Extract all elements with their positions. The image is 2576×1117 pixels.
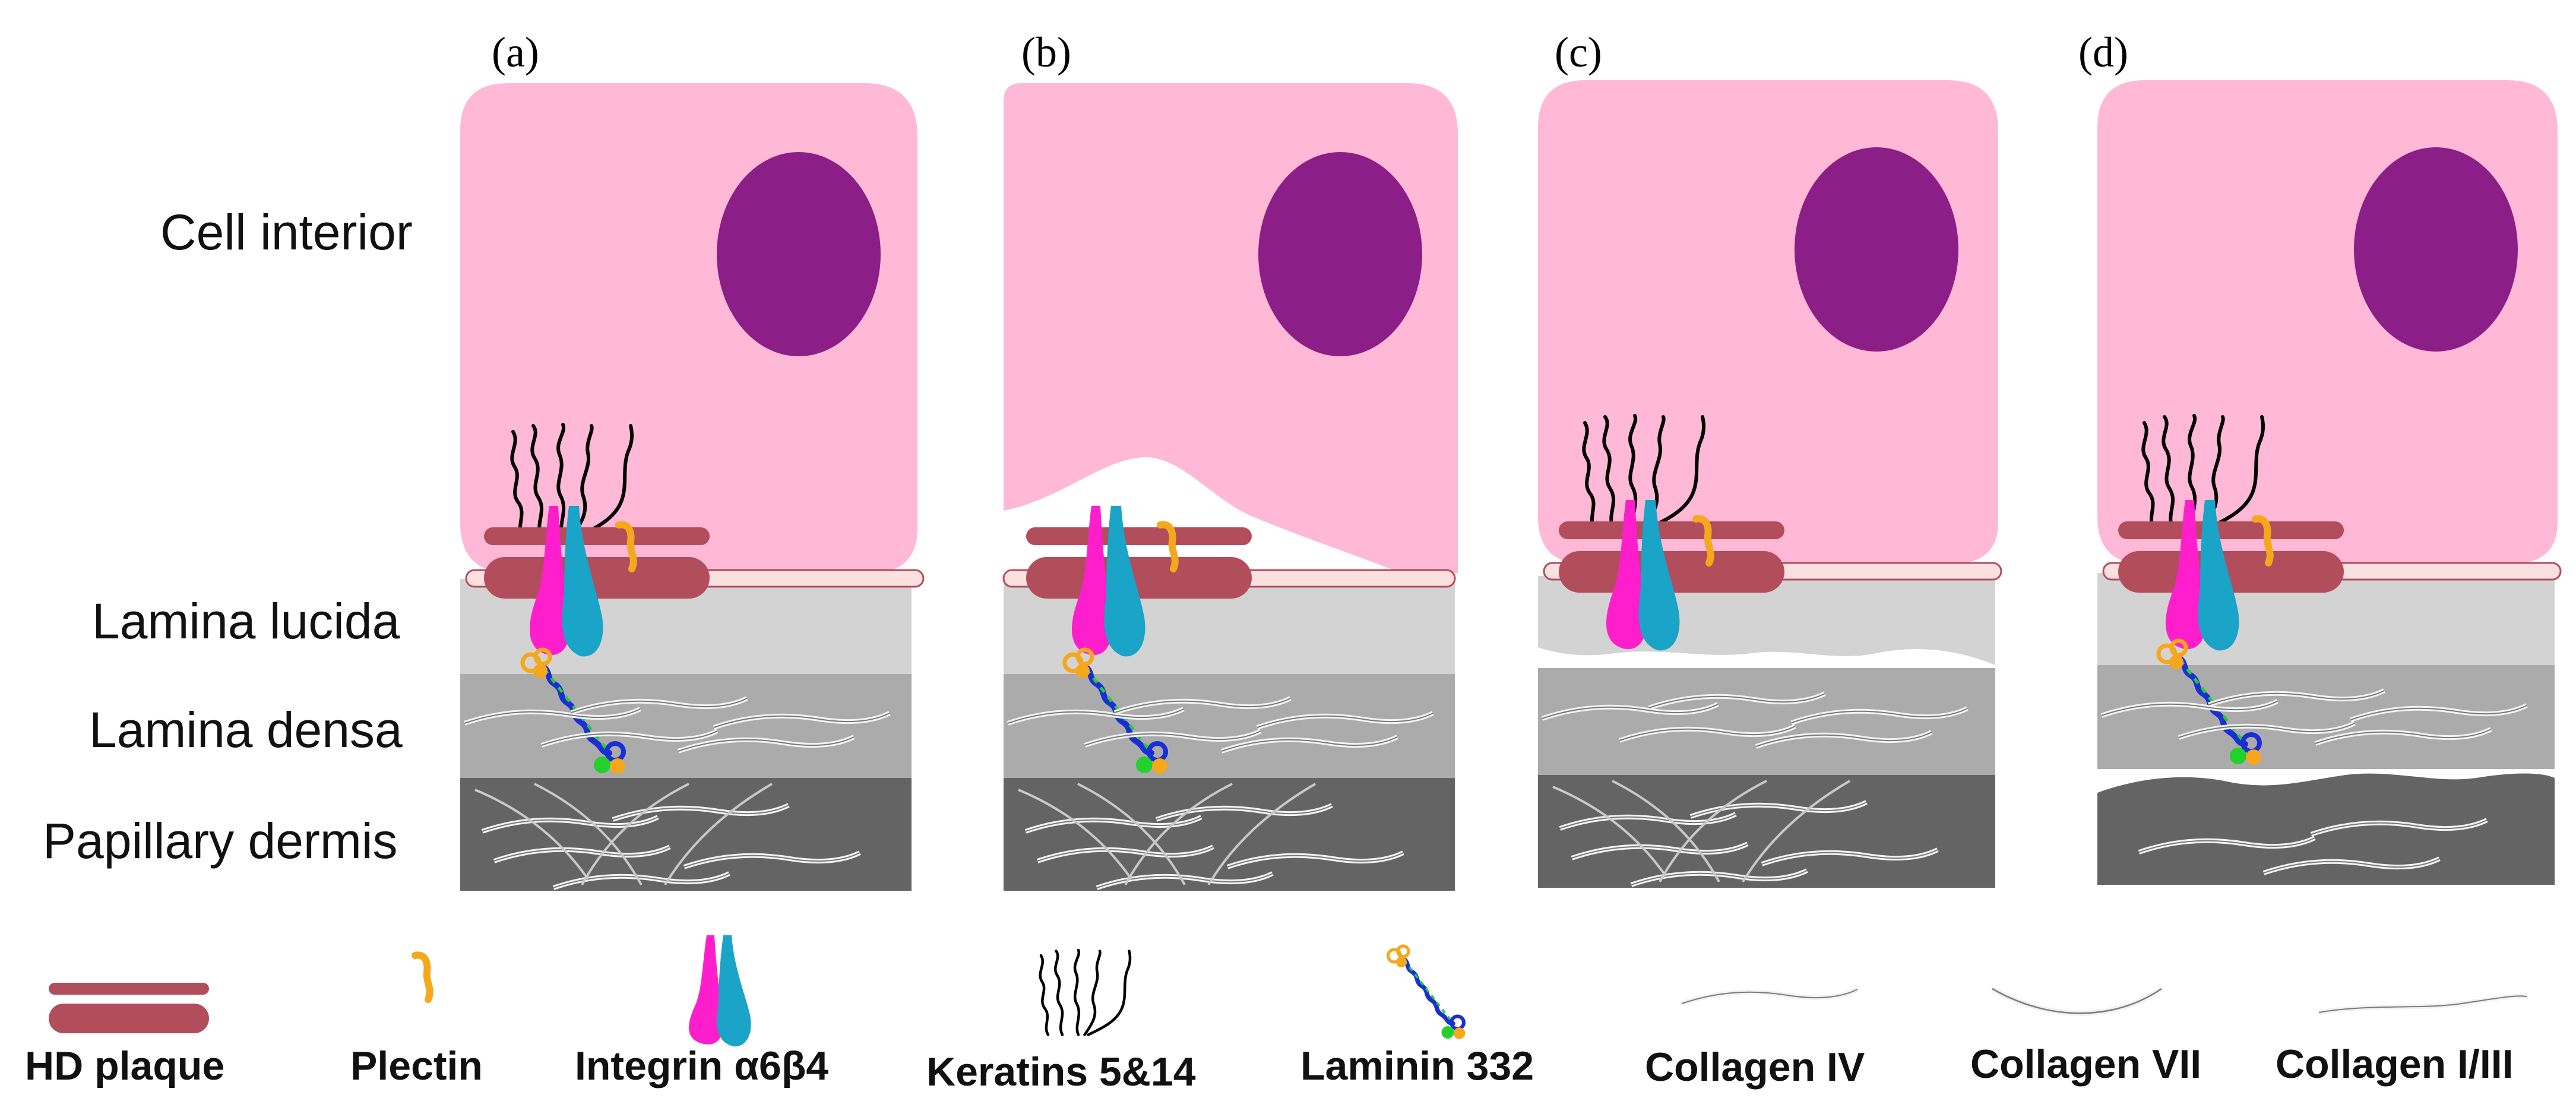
panel-letter-d: (d)	[2078, 29, 2128, 76]
panel-b	[1002, 83, 1458, 891]
hd-plaque-inner	[1559, 521, 1784, 539]
hd-plaque-outer	[1559, 551, 1784, 593]
hd-plaque-swatch-top	[49, 983, 209, 995]
collagen-vii-icon-outline	[1992, 988, 2162, 1014]
legend-label-keratins: Keratins 5&14	[926, 1049, 1196, 1094]
lamina-densa-layer	[1538, 668, 1995, 775]
hd-plaque-outer	[2118, 551, 2344, 593]
dermis-fibres	[1552, 780, 1938, 885]
collagen-iv-icon	[1682, 989, 1857, 1004]
hd-plaque-outer	[484, 557, 710, 599]
legend-collagen-i-iii: Collagen I/III	[2276, 993, 2527, 1087]
panel-d	[2097, 80, 2562, 885]
panel-letter-c: (c)	[1555, 29, 1602, 76]
papillary-dermis-layer	[1538, 775, 1995, 888]
legend-hd-plaque: HD plaque	[25, 983, 224, 1088]
legend-label-collagen-iv: Collagen IV	[1645, 1045, 1865, 1090]
row-label-papillary-dermis: Papillary dermis	[43, 813, 398, 869]
integrin-beta4	[2198, 500, 2239, 651]
integrin-alpha6	[1071, 506, 1113, 656]
lamina-densa-layer	[2097, 665, 2555, 769]
nucleus	[2354, 147, 2518, 352]
legend-label-collagen-vii: Collagen VII	[1970, 1042, 2201, 1087]
legend-label-collagen-i-iii: Collagen I/III	[2276, 1042, 2514, 1087]
integrin-beta4	[1104, 506, 1145, 657]
row-label-lamina-lucida: Lamina lucida	[92, 593, 400, 649]
panel-a	[460, 83, 925, 891]
integrin-alpha6	[529, 506, 571, 656]
integrin-alpha6	[1606, 500, 1647, 650]
legend-keratins: Keratins 5&14	[926, 950, 1196, 1094]
legend-collagen-vii: Collagen VII	[1970, 986, 2201, 1087]
collagen-i-iii-icon-outline	[2318, 995, 2527, 1013]
nucleus	[1795, 147, 1958, 352]
hd-plaque-swatch-bottom	[49, 1004, 209, 1033]
papillary-dermis-layer	[1004, 778, 1455, 891]
integrin-beta4-icon	[717, 935, 751, 1047]
lamina-densa-layer	[1004, 674, 1455, 778]
legend-collagen-iv: Collagen IV	[1645, 989, 1865, 1090]
panel-c	[1538, 80, 2002, 888]
dermis-fibres	[474, 783, 860, 888]
integrin-beta4	[1638, 500, 1680, 651]
hd-plaque-inner	[2118, 521, 2344, 539]
laminin-icon	[1388, 946, 1466, 1039]
papillary-dermis-layer	[460, 778, 912, 891]
row-label-lamina-densa: Lamina densa	[89, 702, 403, 758]
legend-label-laminin: Laminin 332	[1300, 1043, 1534, 1088]
hd-plaque-inner	[1026, 527, 1252, 545]
nucleus	[717, 152, 881, 356]
plectin-icon	[415, 955, 430, 999]
legend-plectin: Plectin	[350, 955, 483, 1088]
legend-laminin: Laminin 332	[1300, 946, 1534, 1088]
hd-plaque-outer	[1026, 557, 1252, 599]
hd-plaque-inner	[484, 527, 710, 545]
integrin-beta4	[562, 506, 603, 657]
dermis-fibres	[1018, 783, 1403, 888]
integrin-alpha6-icon	[689, 935, 724, 1045]
integrin-alpha6	[2165, 500, 2207, 650]
legend-label-plectin: Plectin	[350, 1043, 483, 1088]
legend-integrin: Integrin α6β4	[575, 935, 828, 1088]
legend: HD plaque Plectin Integrin α6β4 Keratins…	[25, 935, 2527, 1094]
panel-letter-b: (b)	[1021, 29, 1071, 76]
panel-letter-a: (a)	[492, 29, 539, 76]
keratin-icon	[1040, 950, 1130, 1035]
row-label-cell-interior: Cell interior	[160, 204, 413, 260]
lamina-densa-layer	[460, 674, 912, 778]
nucleus	[1258, 152, 1422, 356]
legend-label-integrin: Integrin α6β4	[575, 1043, 828, 1088]
legend-label-hd-plaque: HD plaque	[25, 1043, 224, 1088]
